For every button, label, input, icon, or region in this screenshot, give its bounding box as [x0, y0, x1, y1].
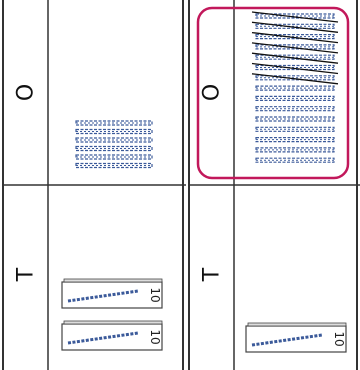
rod-value-label: 10 — [148, 287, 162, 302]
rod-value-label: 10 — [148, 329, 162, 344]
ones-unit-group — [76, 121, 152, 168]
ten-rod-icon: 10 — [246, 323, 346, 352]
tens-rod-group: 10 10 — [62, 279, 162, 350]
tens-rod-group: 10 — [246, 323, 346, 352]
ones-unit-group — [252, 12, 338, 162]
ten-rod-icon: 10 — [62, 279, 162, 308]
tens-column-label: T — [14, 260, 39, 290]
unit-cube-icon — [256, 96, 334, 100]
unit-cube-icon — [256, 86, 334, 90]
place-value-panel-1: 10 10 O T — [2, 0, 184, 370]
unit-cube-icon — [256, 117, 334, 121]
ones-column-label: O — [14, 78, 39, 108]
place-value-panel-2: 10 O T — [188, 0, 358, 370]
ones-column-label: O — [200, 78, 225, 108]
unit-cube-icon — [76, 138, 152, 142]
unit-cube-icon — [256, 127, 334, 131]
unit-cube-icon — [76, 155, 152, 159]
unit-cube-icon — [256, 107, 334, 111]
panel-1-art: 10 10 — [4, 0, 186, 370]
ten-rod-icon: 10 — [62, 321, 162, 350]
unit-cube-icon — [256, 148, 334, 152]
unit-cube-icon — [76, 121, 152, 125]
unit-cube-icon — [76, 130, 152, 134]
unit-cube-icon — [256, 158, 334, 162]
rod-value-label: 10 — [332, 331, 346, 346]
unit-cube-icon — [76, 147, 152, 151]
unit-cube-icon — [256, 138, 334, 142]
panel-2-art: 10 — [190, 0, 360, 370]
tens-column-label: T — [200, 260, 225, 290]
unit-cube-icon — [76, 164, 152, 168]
